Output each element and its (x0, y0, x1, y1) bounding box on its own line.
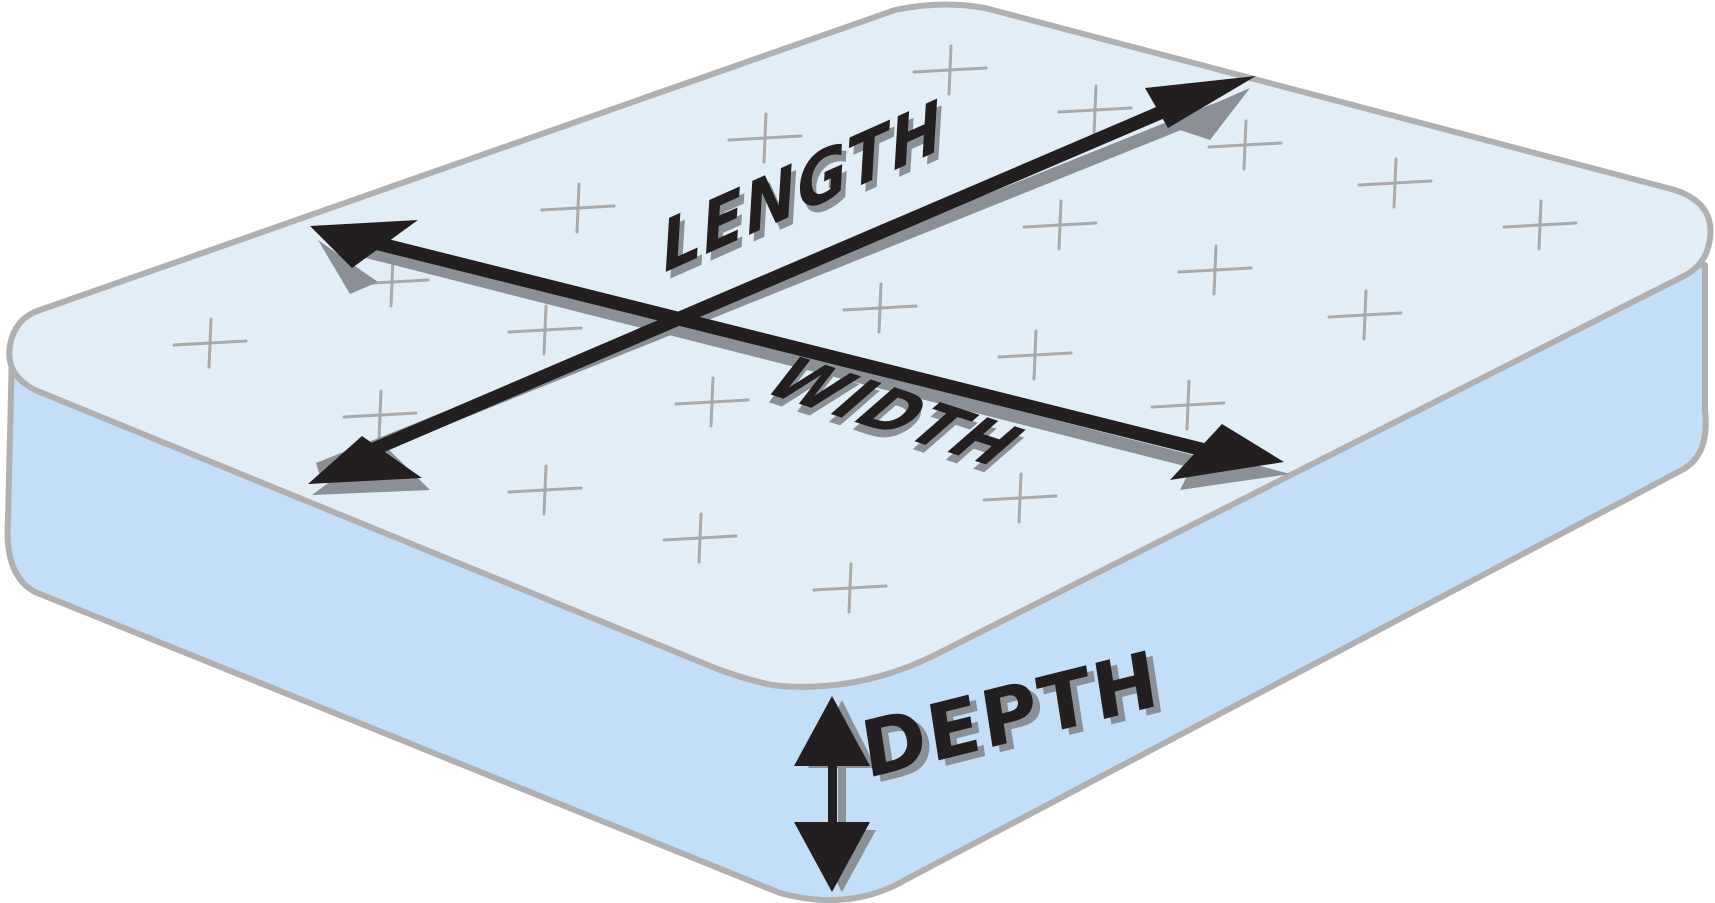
stitch-plus-icon (912, 44, 988, 96)
stitch-plus-icon (982, 472, 1058, 524)
stitch-plus-icon (674, 376, 750, 428)
stitch-plus-icon (1177, 244, 1253, 296)
stitch-plus-icon (1022, 199, 1098, 251)
stitch-plus-icon (507, 304, 583, 356)
stitch-plus-icon (662, 512, 738, 564)
stitch-plus-icon (1502, 199, 1578, 251)
width-arrow-icon (310, 220, 1284, 480)
depth-arrow-icon (794, 696, 870, 892)
stitch-plus-icon (812, 562, 888, 614)
stitch-plus-icon (997, 329, 1073, 381)
stitch-plus-icon (1207, 119, 1283, 171)
mattress-top (6, 1, 1714, 690)
length-arrow-icon (308, 76, 1256, 484)
stitch-plus-icon (172, 317, 248, 369)
stitch-plus-icon (1357, 157, 1433, 209)
stitch-plus-icon (507, 464, 583, 516)
stitch-plus-icon (727, 112, 803, 164)
stitch-plus-icon (342, 389, 418, 441)
stitch-plus-icon (1150, 379, 1226, 431)
stitch-plus-icon (842, 282, 918, 334)
stitch-plus-icon (540, 182, 616, 234)
stitch-plus-icon (1057, 84, 1133, 136)
stitch-plus-icon (1327, 289, 1403, 341)
